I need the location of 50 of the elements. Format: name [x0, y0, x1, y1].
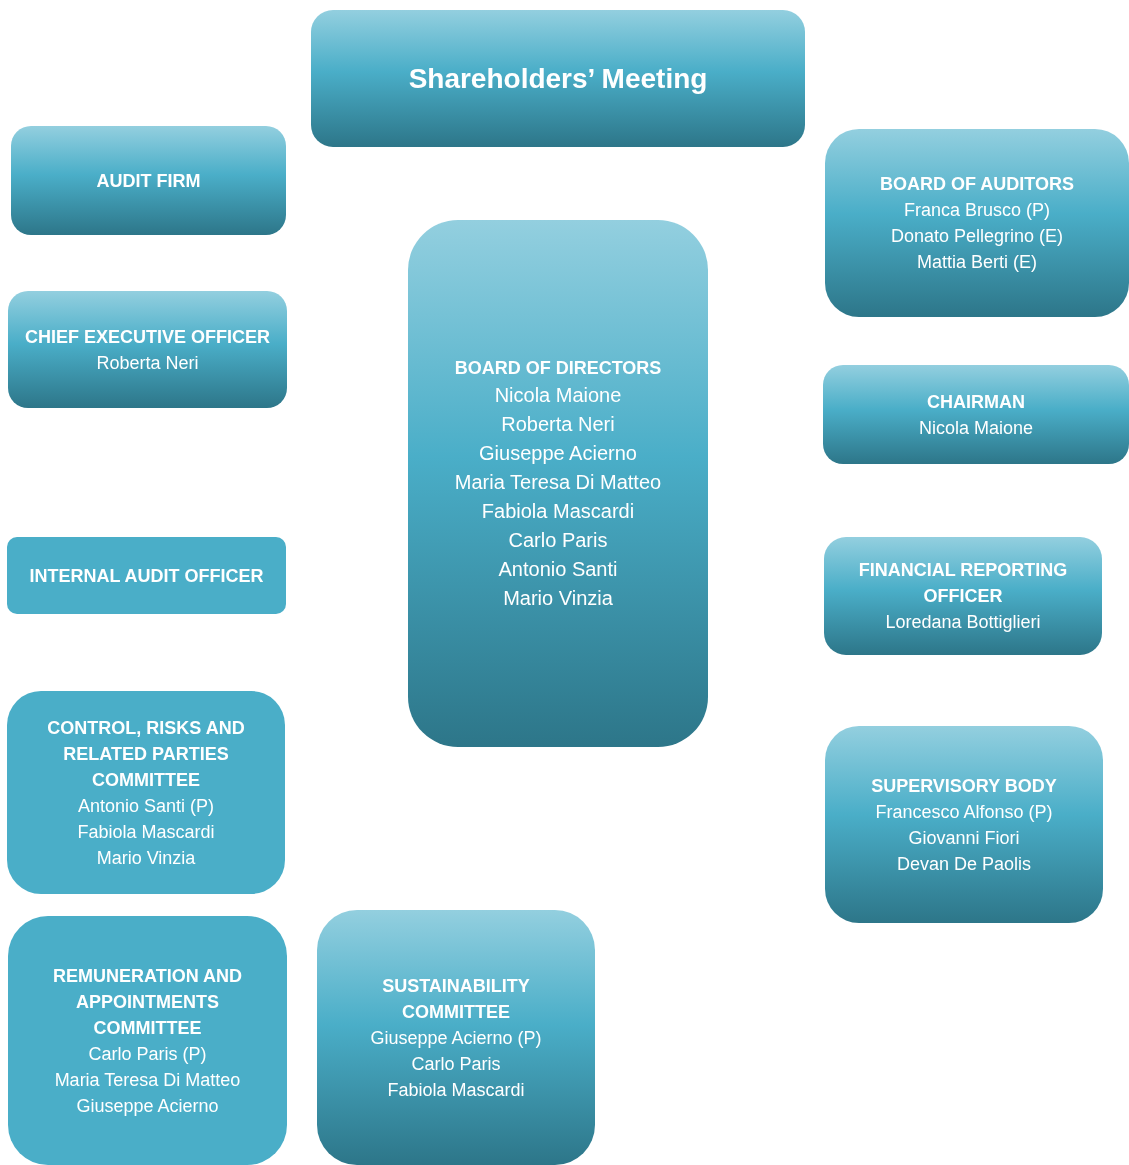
box-heading: AUDIT FIRM: [96, 169, 201, 193]
org-box: [825, 726, 1103, 923]
box-heading: SUSTAINABILITY COMMITTEE: [381, 974, 531, 1024]
org-box: [824, 537, 1102, 655]
member-name: Loredana Bottiglieri: [885, 611, 1041, 634]
member-name: Roberta Neri: [501, 411, 615, 437]
member-name: Carlo Paris: [411, 1052, 501, 1076]
member-name: Giuseppe Acierno (P): [370, 1026, 542, 1050]
member-name: Fabiola Mascardi: [77, 820, 215, 844]
org-box: [7, 691, 285, 894]
member-name: Carlo Paris (P): [88, 1042, 207, 1066]
box-heading: INTERNAL AUDIT OFFICER: [29, 564, 264, 588]
member-name: Mario Vinzia: [96, 846, 196, 870]
member-name: Roberta Neri: [96, 351, 199, 375]
member-name: Antonio Santi (P): [77, 794, 215, 818]
box-heading: CHAIRMAN: [927, 390, 1025, 414]
org-box: [8, 291, 287, 408]
box-heading: BOARD OF AUDITORS: [880, 173, 1074, 196]
member-name: Mattia Berti (E): [917, 251, 1037, 274]
member-name: Donato Pellegrino (E): [890, 225, 1064, 248]
org-box: [7, 537, 286, 614]
member-name: Fabiola Mascardi: [481, 498, 635, 524]
member-name: Mario Vinzia: [503, 585, 613, 611]
org-box: [408, 220, 708, 747]
box-heading: BOARD OF DIRECTORS: [454, 356, 662, 380]
box-heading: REMUNERATION AND APPOINTMENTS COMMITTEE: [52, 964, 243, 1040]
member-name: Maria Teresa Di Matteo: [454, 469, 662, 495]
box-heading: FINANCIAL REPORTING OFFICER: [857, 559, 1069, 608]
org-box: [825, 129, 1129, 317]
box-heading: CONTROL, RISKS AND RELATED PARTIES COMMITTEE: [46, 716, 246, 792]
member-name: Giovanni Fiori: [908, 826, 1020, 850]
member-name: Devan De Paolis: [896, 852, 1032, 876]
org-box: [8, 916, 287, 1165]
member-name: Giuseppe Acierno: [479, 440, 637, 466]
member-name: Fabiola Mascardi: [387, 1078, 525, 1102]
box-heading: Shareholders’ Meeting: [408, 61, 708, 96]
member-name: Antonio Santi: [498, 556, 618, 582]
box-heading: CHIEF EXECUTIVE OFFICER: [25, 325, 270, 349]
member-name: Carlo Paris: [508, 527, 608, 553]
member-name: Giuseppe Acierno: [76, 1094, 219, 1118]
org-box: [11, 126, 286, 235]
org-box: [823, 365, 1129, 464]
member-name: Maria Teresa Di Matteo: [54, 1068, 241, 1092]
box-heading: SUPERVISORY BODY: [871, 774, 1057, 798]
member-name: Franca Brusco (P): [903, 199, 1050, 222]
org-box: [317, 910, 595, 1165]
member-name: Francesco Alfonso (P): [875, 800, 1053, 824]
org-box: [311, 10, 805, 147]
member-name: Nicola Maione: [494, 382, 622, 408]
member-name: Nicola Maione: [918, 416, 1034, 440]
